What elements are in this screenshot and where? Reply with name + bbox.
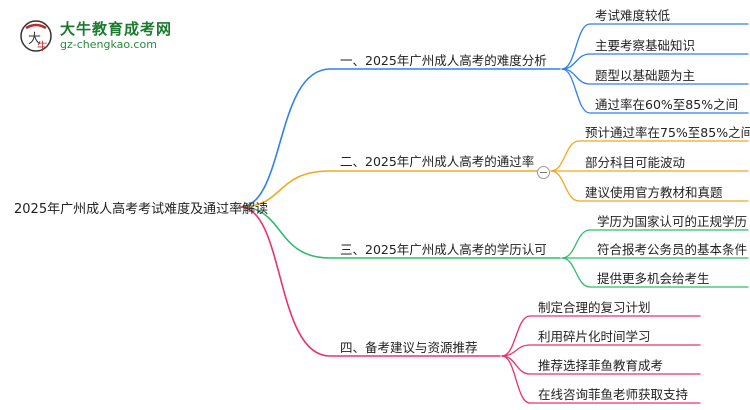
leaf-1-2[interactable]: 主要考察基础知识 bbox=[595, 38, 696, 53]
leaf-2-1[interactable]: 预计通过率在75%至85%之间 bbox=[585, 125, 750, 140]
leaf-1-2-connector bbox=[561, 53, 749, 70]
branch-3-topic[interactable]: 三、2025年广州成人高考的学历认可 bbox=[340, 242, 547, 257]
leaf-4-2-connector bbox=[501, 344, 701, 357]
leaf-3-3-connector bbox=[561, 257, 749, 288]
leaf-3-3[interactable]: 提供更多机会给考生 bbox=[597, 271, 710, 286]
leaf-4-1-connector bbox=[501, 315, 701, 357]
leaf-1-1[interactable]: 考试难度较低 bbox=[595, 8, 671, 23]
collapse-toggle-icon[interactable] bbox=[537, 166, 550, 179]
leaf-2-2[interactable]: 部分科目可能波动 bbox=[585, 155, 686, 170]
branch-1-topic[interactable]: 一、2025年广州成人高考的难度分析 bbox=[340, 53, 547, 68]
site-logo[interactable]: 大 牛 大牛教育成考网 gz-chengkao.com bbox=[18, 16, 218, 60]
leaf-4-4[interactable]: 在线咨询菲鱼老师获取支持 bbox=[538, 387, 689, 402]
leaf-4-1[interactable]: 制定合理的复习计划 bbox=[538, 300, 651, 315]
root-topic[interactable]: 2025年广州成人高考考试难度及通过率解读 bbox=[14, 198, 268, 217]
leaf-1-4[interactable]: 通过率在60%至85%之间 bbox=[595, 97, 739, 112]
leaf-1-1-connector bbox=[561, 23, 749, 70]
leaf-4-3[interactable]: 推荐选择菲鱼教育成考 bbox=[538, 358, 664, 373]
branch-1-connector bbox=[239, 68, 561, 208]
leaf-4-2[interactable]: 利用碎片化时间学习 bbox=[538, 329, 651, 344]
leaf-2-3[interactable]: 建议使用官方教材和真题 bbox=[585, 185, 723, 200]
leaf-3-1[interactable]: 学历为国家认可的正规学历 bbox=[597, 214, 748, 229]
branch-2-topic[interactable]: 二、2025年广州成人高考的通过率 bbox=[340, 154, 535, 169]
leaf-3-2[interactable]: 符合报考公务员的基本条件 bbox=[597, 242, 748, 257]
leaf-2-1-connector bbox=[550, 140, 749, 172]
logo-url: gz-chengkao.com bbox=[60, 38, 157, 51]
leaf-3-1-connector bbox=[561, 229, 749, 259]
bull-logo-icon: 大 牛 bbox=[20, 20, 52, 53]
branch-2-connector bbox=[239, 170, 538, 208]
root-topic-label: 2025年广州成人高考考试难度及通过率解读 bbox=[14, 202, 269, 217]
svg-text:大: 大 bbox=[28, 32, 41, 47]
logo-name: 大牛教育成考网 bbox=[60, 20, 173, 38]
branch-3-connector bbox=[239, 206, 561, 259]
leaf-2-3-connector bbox=[550, 170, 749, 202]
branch-4-topic[interactable]: 四、备考建议与资源推荐 bbox=[340, 340, 478, 355]
leaf-4-4-connector bbox=[501, 355, 701, 404]
leaf-1-3[interactable]: 题型以基础题为主 bbox=[595, 68, 696, 83]
svg-text:牛: 牛 bbox=[37, 39, 48, 53]
leaf-1-4-connector bbox=[561, 68, 749, 114]
branch-4-connector bbox=[239, 206, 501, 357]
